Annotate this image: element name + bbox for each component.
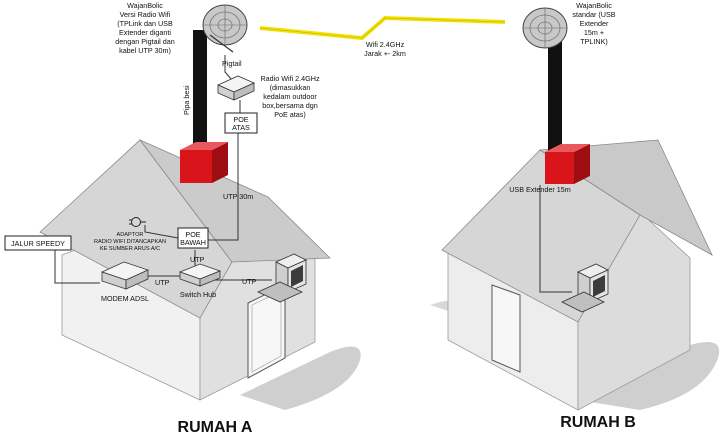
svg-text:kedalam outdoor: kedalam outdoor [263, 92, 317, 101]
label-rumah-a: RUMAH A [178, 419, 253, 436]
svg-text:WajanBolic: WajanBolic [127, 1, 163, 10]
label-utp-pc: UTP [242, 277, 257, 286]
computer-b-icon [561, 263, 609, 313]
red-box-a-front [180, 150, 212, 183]
label-modem: MODEM ADSL [101, 294, 149, 303]
dish-antenna-a-icon [202, 4, 248, 53]
label-switch-hub: Switch Hub [180, 290, 216, 299]
adaptor-plug-icon [129, 217, 146, 227]
svg-text:PoE atas): PoE atas) [274, 110, 306, 119]
red-box-a-side [212, 142, 228, 183]
svg-text:Wifi 2.4GHz: Wifi 2.4GHz [366, 40, 405, 49]
svg-text:TPLINK): TPLINK) [580, 37, 608, 46]
svg-text:box,bersama dgn: box,bersama dgn [262, 101, 318, 110]
label-usb-extender: USB Extender 15m [509, 185, 571, 194]
jalur-speedy-box [4, 235, 72, 251]
svg-text:ATAS: ATAS [232, 123, 250, 132]
svg-text:POE: POE [233, 115, 248, 124]
wires [54, 55, 572, 293]
label-adaptor: ADAPTOR RADIO WIFI DITANCAPKAN KE SUMBER… [94, 232, 166, 252]
wifi-link-lightning-outline [259, 17, 506, 39]
house-a-shadow [240, 346, 361, 410]
poe-bawah-box [177, 227, 209, 249]
label-poe-bawah: POE BAWAH [180, 230, 206, 247]
svg-text:Versi Radio Wifi: Versi Radio Wifi [120, 10, 171, 19]
label-utp-30m: UTP 30m [223, 192, 253, 201]
red-box-a-top [180, 142, 228, 150]
dish-antenna-b-icon [522, 7, 568, 49]
svg-text:POE: POE [185, 230, 200, 239]
label-wajan-a: WajanBolic Versi Radio Wifi (TPLink dan … [115, 1, 175, 55]
svg-text:Jarak +- 2km: Jarak +- 2km [364, 49, 406, 58]
svg-text:KE SUMBER ARUS A/C: KE SUMBER ARUS A/C [100, 246, 160, 252]
svg-text:dengan Pigtail dan: dengan Pigtail dan [115, 37, 175, 46]
svg-text:15m +: 15m + [584, 28, 604, 37]
svg-text:(TPLink dan USB: (TPLink dan USB [117, 19, 173, 28]
svg-text:(dimasukkan: (dimasukkan [270, 83, 311, 92]
svg-text:kabel UTP 30m): kabel UTP 30m) [119, 46, 171, 55]
red-box-b-front [545, 152, 574, 184]
radio-wifi-device-icon [217, 75, 255, 101]
svg-text:WajanBolic: WajanBolic [576, 1, 612, 10]
label-poe-atas: POE ATAS [232, 115, 250, 132]
computer-a-icon [257, 253, 307, 303]
label-utp-switch: UTP [190, 255, 205, 264]
pole-b [545, 40, 590, 184]
modem-adsl-icon [100, 261, 150, 290]
svg-text:Extender: Extender [580, 19, 609, 28]
label-pigtail: Pigtail [222, 59, 242, 68]
svg-text:BAWAH: BAWAH [180, 238, 206, 247]
label-radio-wifi: Radio Wifi 2.4GHz (dimasukkan kedalam ou… [260, 74, 320, 119]
poe-atas-box [224, 112, 258, 134]
house-b [430, 139, 720, 411]
label-pipa-besi: Pipa besi [182, 85, 191, 115]
label-jalur-speedy: JALUR SPEEDY [11, 239, 65, 248]
svg-text:RADIO WIFI DITANCAPKAN: RADIO WIFI DITANCAPKAN [94, 239, 166, 245]
svg-text:Radio Wifi 2.4GHz: Radio Wifi 2.4GHz [260, 74, 320, 83]
label-utp-modem: UTP [155, 278, 170, 287]
label-wifi-link: Wifi 2.4GHz Jarak +- 2km [364, 40, 406, 58]
label-rumah-b: RUMAH B [560, 414, 636, 431]
red-box-b-side [574, 144, 590, 184]
label-wajan-b: WajanBolic standar (USB Extender 15m + T… [572, 1, 615, 46]
pole-a [180, 30, 228, 183]
red-box-b-top [545, 144, 590, 152]
svg-text:ADAPTOR: ADAPTOR [117, 232, 144, 238]
house-b-door [491, 284, 521, 373]
house-b-shadow-right [578, 341, 720, 410]
svg-text:standar (USB: standar (USB [572, 10, 615, 19]
switch-hub-icon [178, 263, 222, 287]
svg-text:Extender diganti: Extender diganti [119, 28, 171, 37]
